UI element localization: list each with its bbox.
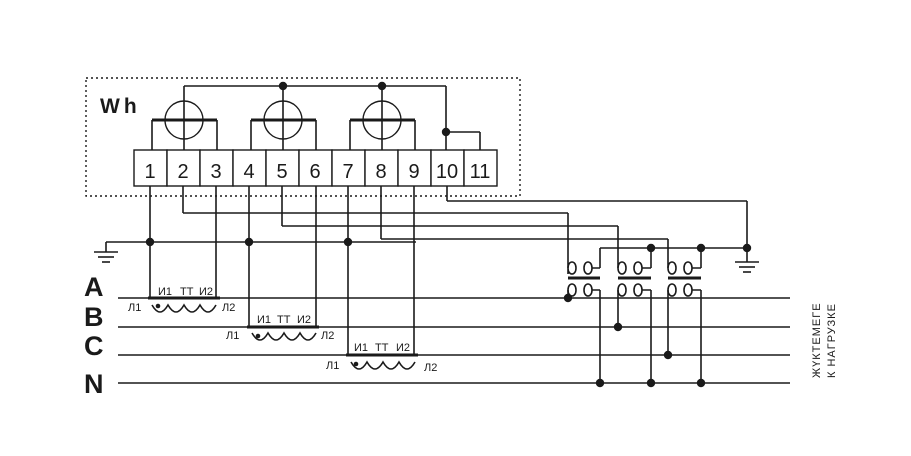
terminal-number: 5 xyxy=(276,161,287,183)
terminal-number: 3 xyxy=(210,161,221,183)
svg-text:И2: И2 xyxy=(396,342,410,354)
terminal-number: 8 xyxy=(375,161,386,183)
voltage-circuit-wiring xyxy=(182,186,748,268)
terminal-block: 1 2 3 4 5 6 7 8 9 10 11 xyxy=(133,149,498,187)
terminal-3 xyxy=(199,149,234,187)
vt-secondary-bus xyxy=(599,243,752,268)
svg-text:И1: И1 xyxy=(158,286,172,298)
measuring-element-2 xyxy=(250,100,317,150)
measuring-element-3 xyxy=(349,100,416,150)
measuring-element-1 xyxy=(151,100,218,150)
svg-text:И1: И1 xyxy=(354,342,368,354)
terminal-number: 1 xyxy=(144,161,155,183)
svg-text:Л2: Л2 xyxy=(321,330,334,342)
svg-text:И1: И1 xyxy=(257,314,271,326)
terminal-number: 4 xyxy=(243,161,254,183)
terminal-4 xyxy=(232,149,267,187)
svg-text:Л1: Л1 xyxy=(326,360,339,372)
svg-text:ТТ: ТТ xyxy=(180,286,194,298)
terminal-11 xyxy=(463,149,498,187)
terminal-number: 10 xyxy=(436,161,458,183)
current-transformer-b: И1 ТТ И2 Л1 Л2 xyxy=(226,314,334,342)
meter-voltage-bus xyxy=(183,81,481,150)
voltage-transformer-2 xyxy=(613,261,652,383)
meter-enclosure xyxy=(85,77,521,197)
terminal-number: 2 xyxy=(177,161,188,183)
svg-text:Л1: Л1 xyxy=(128,302,141,314)
terminal-number: 9 xyxy=(408,161,419,183)
svg-text:Л2: Л2 xyxy=(222,302,235,314)
terminal-5 xyxy=(265,149,300,187)
terminal-number: 11 xyxy=(470,161,491,183)
phase-buses xyxy=(118,297,790,388)
voltage-transformer-3 xyxy=(663,261,702,383)
svg-text:Л2: Л2 xyxy=(424,362,437,374)
svg-text:И2: И2 xyxy=(297,314,311,326)
load-label-russian: К НАГРУЗКЕ xyxy=(826,303,838,378)
load-label-kazakh: ЖҮКТЕМЕГЕ xyxy=(811,302,823,378)
phase-label-c: C xyxy=(84,331,104,361)
terminal-number: 6 xyxy=(309,161,320,183)
phase-label-b: B xyxy=(84,302,104,332)
ground-symbol-right xyxy=(735,248,759,273)
current-transformer-c: И1 ТТ И2 Л1 Л2 xyxy=(326,342,437,374)
phase-label-n: N xyxy=(84,369,104,399)
voltage-transformer-1 xyxy=(563,261,601,383)
meter-label: Wh xyxy=(100,95,141,118)
svg-text:И2: И2 xyxy=(199,286,213,298)
svg-text:Л1: Л1 xyxy=(226,330,239,342)
phase-label-a: A xyxy=(84,272,104,302)
terminal-number: 7 xyxy=(342,161,353,183)
svg-text:ТТ: ТТ xyxy=(375,342,389,354)
svg-text:ТТ: ТТ xyxy=(277,314,291,326)
ground-symbol-left xyxy=(94,237,416,263)
load-label: ЖҮКТЕМЕГЕ К НАГРУЗКЕ xyxy=(811,302,838,378)
current-transformer-a: И1 ТТ И2 Л1 Л2 xyxy=(128,286,235,314)
